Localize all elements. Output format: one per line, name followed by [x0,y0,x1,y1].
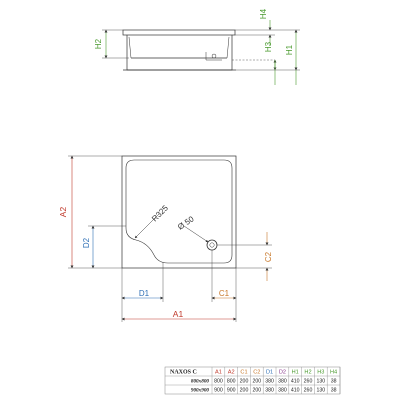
dim-h3: H3 [264,41,277,85]
table-header-cell: H3 [317,369,324,375]
table-model-name: NAXOS C [170,369,197,375]
h3-label: H3 [264,41,273,52]
tray-inner-basin [125,159,233,264]
table-cell: 200 [240,387,249,393]
table-cell: 800 [214,378,223,384]
side-view-drain [205,52,222,61]
table-header-cell: D2 [279,369,286,375]
table-row-label: 800x800 [191,378,210,384]
table-cell: 38 [331,387,337,393]
table-cell: 800 [227,378,236,384]
a2-label: A2 [58,207,68,218]
table-cell: 380 [265,378,274,384]
h2-label: H2 [94,38,103,49]
table-header-cell: A2 [228,369,235,375]
dim-d2: D2 [82,225,95,269]
dimensions-table: NAXOS C A1 A2 C1 C2 D1 D2 H1 H2 H3 H4 800x800 800 800… [164,366,341,395]
table-cell: 130 [316,387,325,393]
table-header-cell: C2 [253,369,260,375]
tray-outer-outline [121,155,237,269]
top-view [121,155,237,269]
dim-h4: H4 [259,8,272,45]
table-cell: 200 [252,378,261,384]
table-header-cell: H1 [292,369,299,375]
table-cell: 260 [304,387,313,393]
table-cell: 260 [304,378,313,384]
table-cell: 130 [316,378,325,384]
dim-h1: H1 [285,29,298,85]
drain-circle [206,239,218,251]
table-cell: 410 [291,378,300,384]
side-view [102,29,300,71]
dim-d1: D1 [121,289,164,300]
table-header-cell: H2 [304,369,311,375]
dim-a2: A2 [58,155,74,269]
table-header-cell: C1 [240,369,247,375]
table-cell: 900 [214,387,223,393]
h1-label: H1 [285,44,294,55]
c1-label: C1 [219,289,230,298]
side-view-body [126,35,233,71]
table-header-cell: A1 [215,369,222,375]
dim-a1: A1 [121,309,237,321]
drain-annotation: Ø 50 [176,214,209,243]
table-cell: 38 [331,378,337,384]
c2-label: C2 [264,251,273,262]
table-cell: 380 [265,387,274,393]
table-cell: 380 [278,378,287,384]
side-view-basin [128,36,230,59]
a1-label: A1 [173,309,184,319]
table-cell: 200 [240,378,249,384]
d2-label: D2 [82,237,91,248]
drain-label: Ø 50 [176,214,196,231]
table-cell: 410 [291,387,300,393]
table-cell: 200 [252,387,261,393]
side-view-rim [122,29,236,36]
table-cell: 380 [278,387,287,393]
radius-annotation: R325 [134,203,170,239]
dim-h2: H2 [94,29,108,59]
dim-c2: C2 [264,232,273,281]
table-header-cell: D1 [266,369,273,375]
table-row-label: 900x900 [191,387,210,393]
radius-label: R325 [150,203,170,223]
table-cell: 900 [227,387,236,393]
h4-label: H4 [259,8,268,19]
dim-c1: C1 [211,289,237,300]
table-header-cell: H4 [330,369,337,375]
d1-label: D1 [139,289,150,298]
